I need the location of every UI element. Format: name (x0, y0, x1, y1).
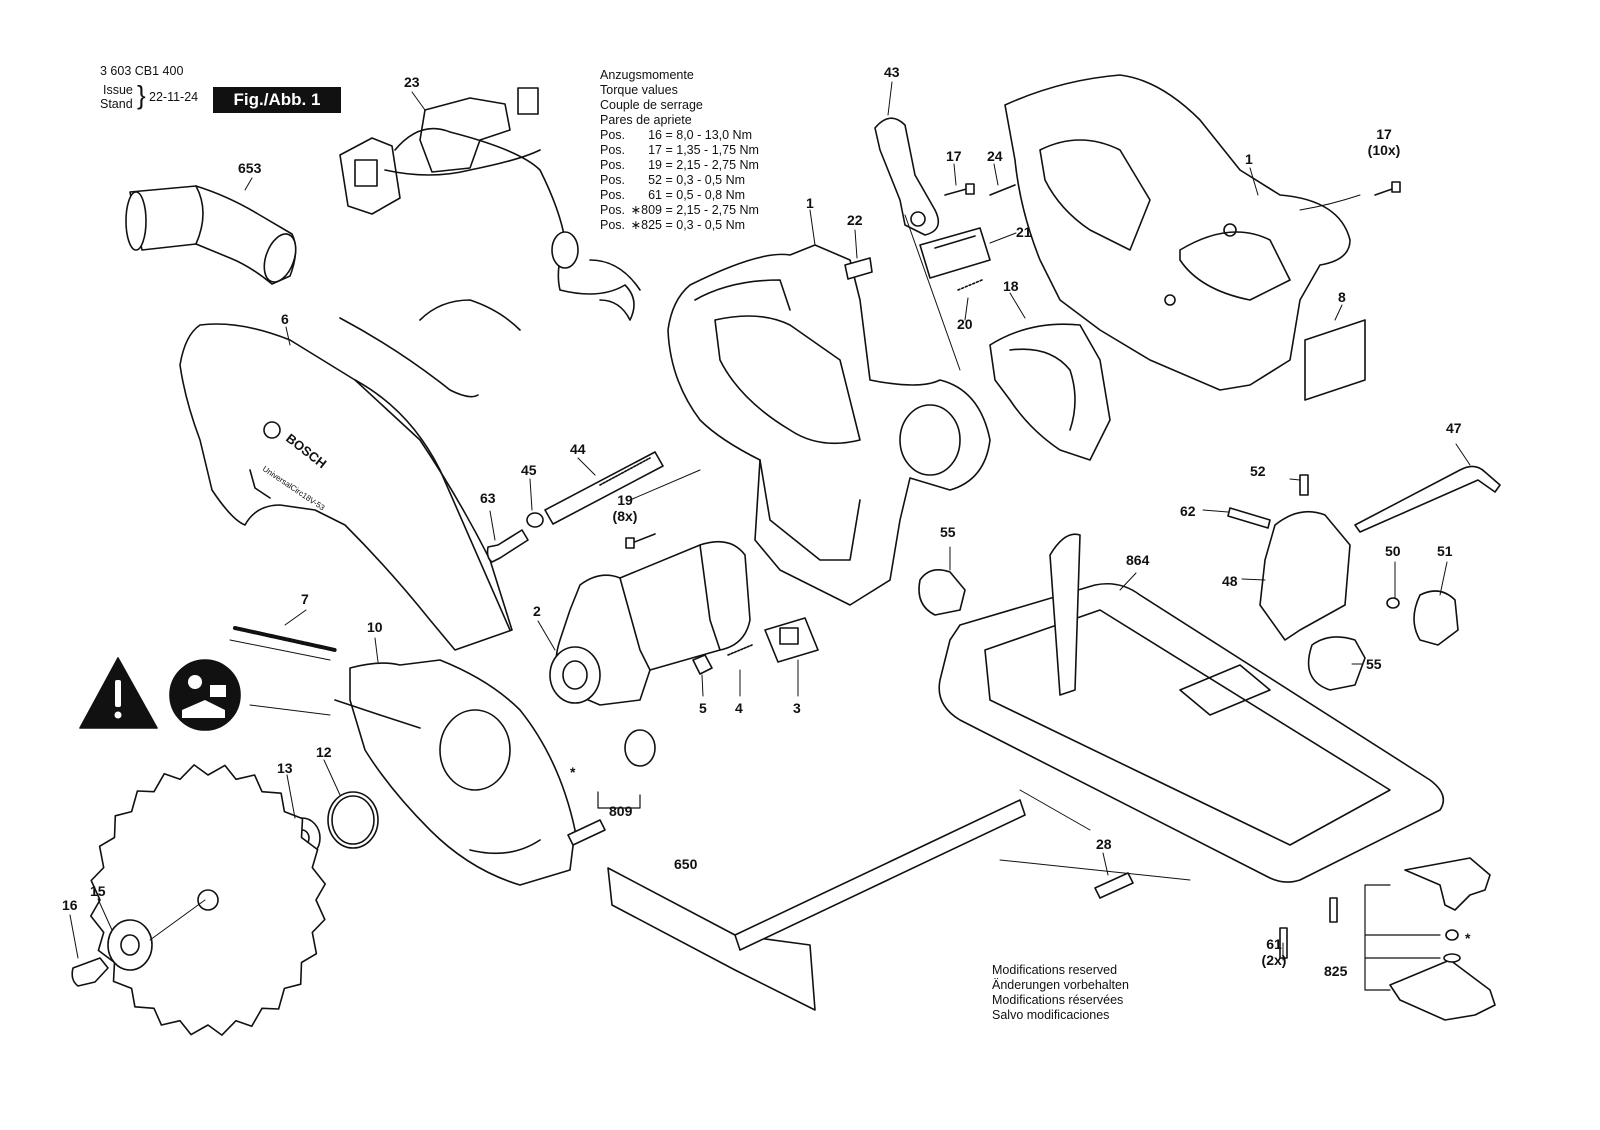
callout-5: 5 (699, 700, 707, 716)
base-plate-864 (938, 533, 1445, 883)
torque-title: Anzugsmomente (600, 68, 694, 82)
callout-44: 44 (570, 441, 586, 457)
callout-star-825: * (1465, 930, 1471, 946)
callout-4: 4 (735, 700, 743, 716)
callout-7: 7 (301, 591, 309, 607)
lever-43 (874, 117, 940, 236)
callout-12: 12 (316, 744, 332, 760)
switch-cable-assembly-23 (339, 87, 641, 398)
callout-16: 16 (62, 897, 78, 913)
blade-guard-6: BOSCH UniversalCirc18V-53 (179, 323, 513, 651)
parallel-guide-650 (607, 799, 1026, 1011)
small-parts-top (844, 181, 1401, 291)
torque-row: Pos.∗825 = 0,3 - 0,5 Nm (600, 218, 746, 232)
callout-8: 8 (1338, 289, 1346, 305)
torque-table: Pos.16 = 8,0 - 13,0 Nm Pos.17 = 1,35 - 1… (600, 128, 759, 233)
callout-3: 3 (793, 700, 801, 716)
issue-date: 22-11-24 (149, 90, 199, 104)
callout-62: 62 (1180, 503, 1196, 519)
callout-18: 18 (1003, 278, 1019, 294)
small-parts-middle (486, 451, 664, 563)
callout-star-809: * (570, 764, 576, 780)
callout-17b: 17 (1376, 126, 1392, 142)
torque-row: Pos.16 = 8,0 - 13,0 Nm (600, 128, 752, 142)
callout-8x: (8x) (612, 508, 638, 524)
callout-650: 650 (674, 856, 698, 872)
callout-24: 24 (987, 148, 1003, 164)
callout-55b: 55 (1366, 656, 1382, 672)
torque-row: Pos.17 = 1,35 - 1,75 Nm (600, 143, 759, 157)
callout-21: 21 (1016, 224, 1032, 240)
callout-1b: 1 (1245, 151, 1253, 167)
callout-653: 653 (238, 160, 262, 176)
torque-row: Pos.52 = 0,3 - 0,5 Nm (600, 173, 746, 187)
callout-55a: 55 (940, 524, 956, 540)
housing-half-1b (1004, 74, 1351, 391)
part-number: 3 603 CB1 400 (100, 64, 184, 78)
issue-brace: } (137, 80, 146, 110)
callout-1: 1 (806, 195, 814, 211)
torque-title: Couple de serrage (600, 98, 703, 112)
callout-15: 15 (90, 883, 106, 899)
callout-61: 61 (1266, 936, 1282, 952)
guide-lines (629, 194, 1361, 881)
lower-guard-10 (334, 659, 576, 886)
callout-6: 6 (281, 311, 289, 327)
callout-20: 20 (957, 316, 973, 332)
torque-row: Pos.61 = 0,5 - 0,8 Nm (600, 188, 746, 202)
read-manual-icon (169, 659, 241, 731)
callout-23: 23 (404, 74, 420, 90)
callout-2: 2 (533, 603, 541, 619)
callout-63: 63 (480, 490, 496, 506)
callout-43: 43 (884, 64, 900, 80)
bolt-flange (71, 899, 206, 987)
callout-13: 13 (277, 760, 293, 776)
callout-48: 48 (1222, 573, 1238, 589)
brush-parts (692, 617, 819, 675)
screw-809 (567, 729, 656, 846)
callout-10: 10 (367, 619, 383, 635)
callout-19: 19 (617, 492, 633, 508)
callout-809: 809 (609, 803, 633, 819)
torque-row: Pos.19 = 2,15 - 2,75 Nm (600, 158, 759, 172)
modifications-note: Modifications reserved Änderungen vorbeh… (992, 963, 1129, 1022)
warning-triangle-icon (79, 657, 158, 729)
hex-key-47 (1354, 465, 1501, 533)
label-8 (1304, 319, 1366, 401)
pin-28 (1094, 872, 1134, 899)
clamp-825 (1364, 857, 1496, 1021)
torque-block: Anzugsmomente Torque values Couple de se… (600, 68, 703, 128)
callout-28: 28 (1096, 836, 1112, 852)
stand-label: Stand (100, 97, 133, 111)
callout-2x: (2x) (1261, 952, 1287, 968)
callout-50: 50 (1385, 543, 1401, 559)
callout-825: 825 (1324, 963, 1348, 979)
cover-18 (989, 323, 1111, 461)
bevel-parts-right (1227, 474, 1459, 691)
callout-45: 45 (521, 462, 537, 478)
saw-blade (90, 764, 326, 1036)
torque-title: Torque values (600, 83, 678, 97)
callout-47: 47 (1446, 420, 1462, 436)
callout-10x: (10x) (1367, 142, 1401, 158)
knob-55a (918, 569, 966, 616)
figure-label: Fig./Abb. 1 (213, 87, 341, 113)
callout-52: 52 (1250, 463, 1266, 479)
callout-864: 864 (1126, 552, 1150, 568)
callout-17: 17 (946, 148, 962, 164)
torque-row: Pos.∗809 = 2,15 - 2,75 Nm (600, 203, 759, 217)
issue-label: Issue (103, 83, 133, 97)
spring-7 (233, 626, 337, 652)
dust-adapter-653 (125, 185, 297, 285)
motor-2 (549, 540, 751, 706)
leader-lines (69, 81, 1471, 961)
torque-title: Pares de apriete (600, 113, 692, 127)
callout-22: 22 (847, 212, 863, 228)
callout-51: 51 (1437, 543, 1453, 559)
